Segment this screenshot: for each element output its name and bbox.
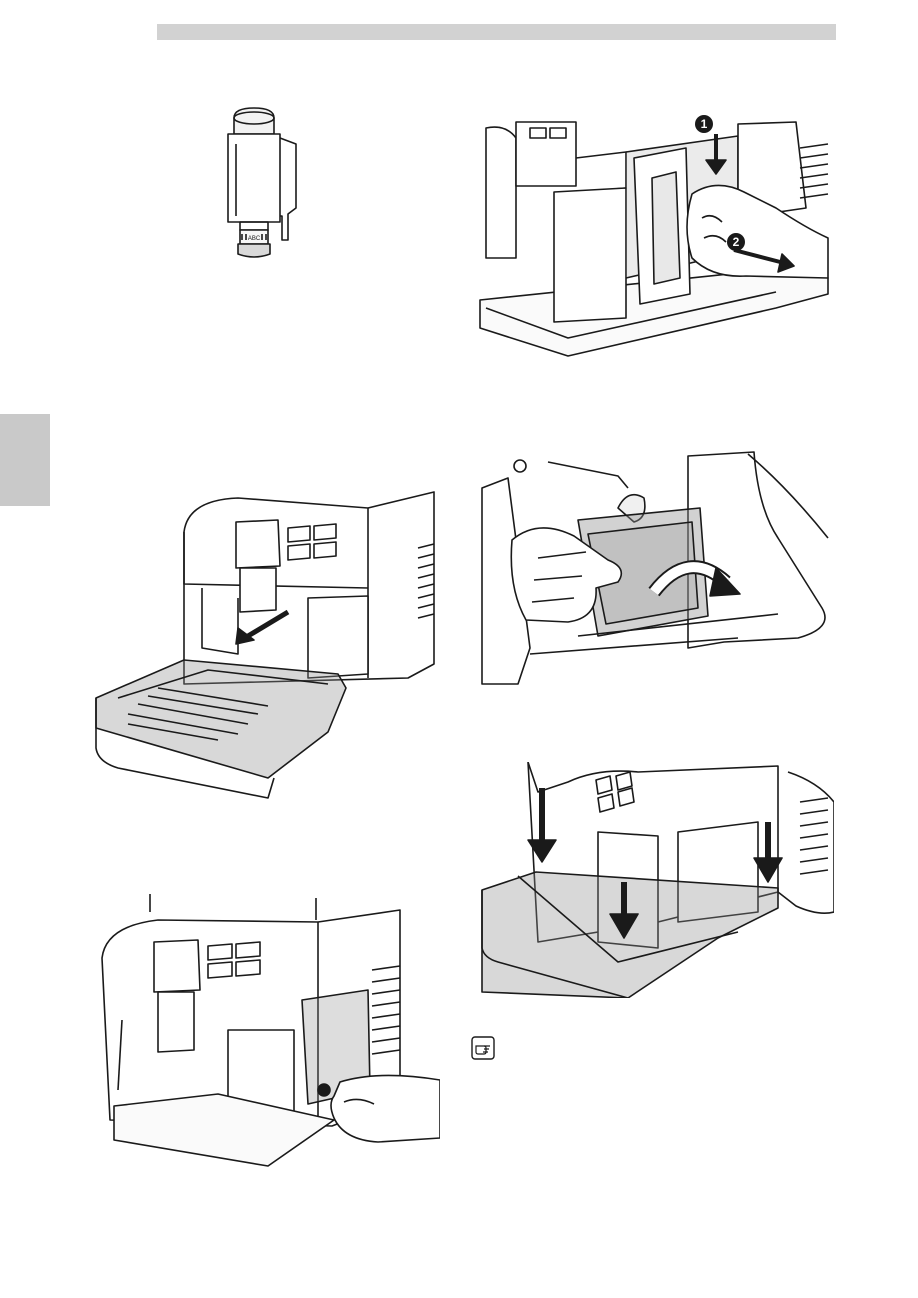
figure-empty-grounds-drawer: [478, 448, 836, 686]
figure-insert-drip-tray: [478, 762, 834, 998]
figure-remove-drip-tray: [88, 488, 438, 800]
figure-press-service-button: [98, 890, 440, 1168]
pointing-hand-icon: [471, 1036, 495, 1060]
step-number-1: 1: [701, 117, 708, 131]
step-number-2: 2: [733, 235, 740, 249]
header-bar: [157, 24, 836, 40]
figure-remove-brew-group: 1 2: [476, 108, 832, 358]
figure-water-filter: ABC: [218, 104, 304, 264]
filter-label: ABC: [248, 236, 261, 242]
section-tab: [0, 414, 50, 506]
